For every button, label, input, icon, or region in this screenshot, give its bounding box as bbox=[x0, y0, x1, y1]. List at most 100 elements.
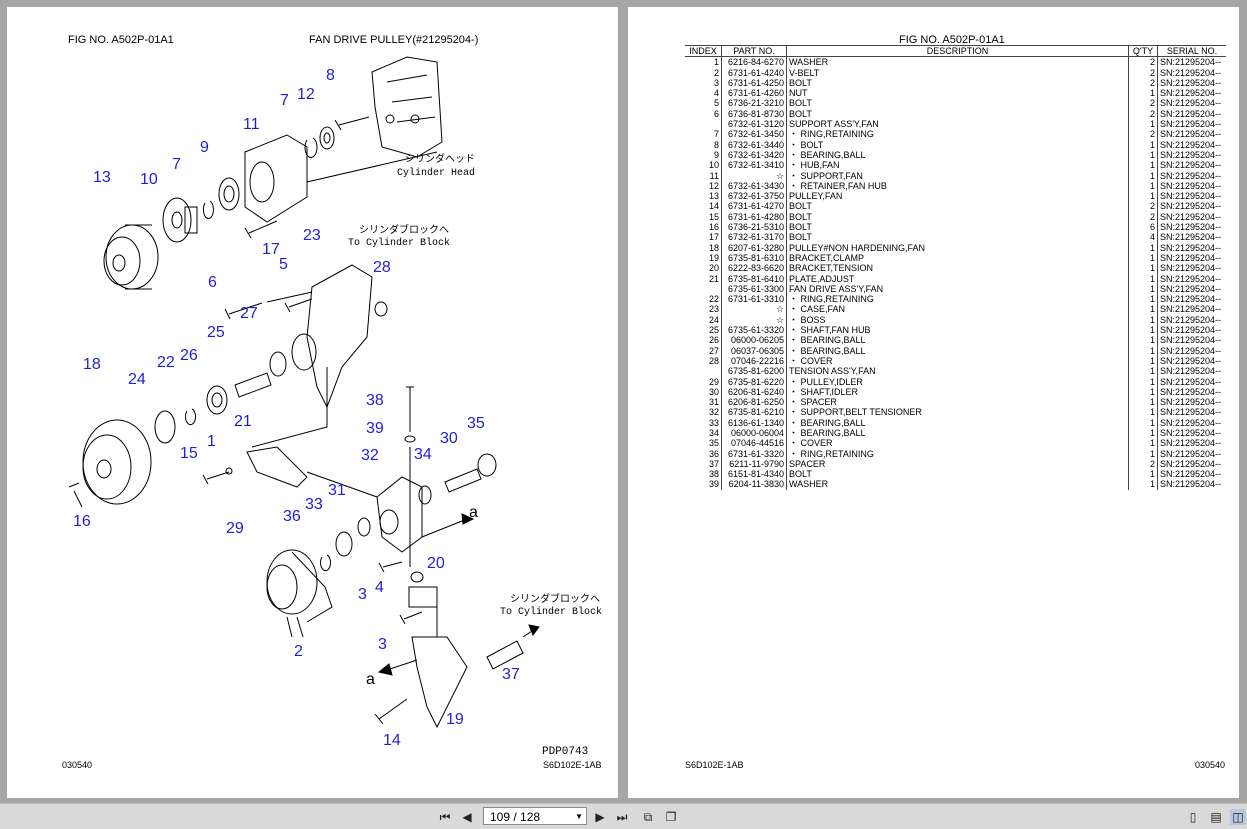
last-page-icon[interactable]: ⏭ bbox=[616, 810, 628, 824]
cell-description: ・ HUB,FAN bbox=[786, 160, 1129, 171]
cell-description: BRACKET,TENSION bbox=[786, 263, 1129, 274]
cell-description: BOLT bbox=[786, 469, 1129, 480]
cell-description: ・ BOSS bbox=[786, 314, 1129, 326]
cell-description: ・ RING,RETAINING bbox=[786, 294, 1129, 305]
cell-description: ・ COVER bbox=[786, 355, 1129, 367]
callout: 1 bbox=[207, 433, 216, 450]
prev-page-icon[interactable]: ◀ bbox=[462, 810, 472, 824]
cell-qty: 1 bbox=[1128, 325, 1158, 336]
cell-part-no: 6206-81-6240 bbox=[721, 386, 787, 398]
cell-serial: SN:21295204-- bbox=[1157, 129, 1226, 140]
cell-part-no: 06000-06205 bbox=[721, 335, 787, 346]
cell-index bbox=[685, 119, 722, 129]
cell-qty: 1 bbox=[1128, 88, 1158, 99]
cell-part-no: 6216-84-6270 bbox=[721, 56, 787, 68]
next-page-icon[interactable]: ▶ bbox=[595, 810, 605, 824]
cell-qty: 1 bbox=[1128, 252, 1158, 264]
parts-diagram: 8 12 7 11 9 13 10 7 17 23 5 28 6 27 25 1… bbox=[68, 56, 602, 758]
first-page-icon[interactable]: ⏮ bbox=[439, 810, 451, 824]
cell-index: 12 bbox=[708, 180, 719, 191]
cell-index: 36 bbox=[708, 448, 719, 459]
cell-part-no: ☆ bbox=[721, 170, 787, 181]
cell-serial: SN:21295204-- bbox=[1157, 273, 1226, 284]
cell-index: 14 bbox=[708, 201, 719, 212]
cell-index: 22 bbox=[708, 294, 719, 305]
cell-description: TENSION ASS'Y,FAN bbox=[786, 366, 1129, 377]
callout: 34 bbox=[414, 446, 432, 463]
col-serial: SERIAL NO. bbox=[1157, 44, 1226, 58]
callout: 19 bbox=[446, 711, 464, 728]
cell-index: 7 bbox=[713, 129, 719, 140]
callout: 27 bbox=[240, 305, 258, 322]
cell-qty: 1 bbox=[1128, 273, 1158, 284]
two-page-icon[interactable]: ◫ bbox=[1230, 809, 1246, 825]
cell-part-no: 6732-61-3420 bbox=[721, 149, 787, 161]
cell-qty: 2 bbox=[1128, 98, 1158, 109]
callout: 6 bbox=[208, 274, 217, 291]
cell-part-no: 6732-61-3750 bbox=[721, 191, 787, 202]
cell-part-no: 6732-61-3450 bbox=[721, 129, 787, 140]
annotation-a-left: a bbox=[366, 671, 375, 688]
cell-part-no: 6207-61-3280 bbox=[721, 242, 787, 253]
page-selector[interactable]: 109 / 128 ▼ bbox=[483, 807, 587, 825]
callout: 29 bbox=[226, 520, 244, 537]
callout: 10 bbox=[140, 171, 158, 188]
cell-serial: SN:21295204-- bbox=[1157, 304, 1226, 315]
cell-description: PULLEY#NON HARDENING,FAN bbox=[786, 242, 1129, 253]
cell-description: BOLT bbox=[786, 222, 1129, 233]
cell-description: BOLT bbox=[786, 108, 1129, 120]
cell-part-no: 6731-61-4270 bbox=[721, 201, 787, 212]
cell-serial: SN:21295204-- bbox=[1157, 438, 1226, 449]
cell-description: V-BELT bbox=[786, 67, 1129, 78]
cell-description: SUPPORT ASS'Y,FAN bbox=[786, 119, 1129, 130]
cell-description: BOLT bbox=[786, 77, 1129, 89]
footer-left: 030540 bbox=[62, 760, 93, 770]
cell-index: 16 bbox=[708, 222, 719, 233]
col-index: INDEX bbox=[685, 44, 722, 58]
chevron-down-icon: ▼ bbox=[575, 812, 583, 821]
cell-part-no: 06000-06004 bbox=[721, 427, 787, 439]
callout: 3 bbox=[358, 586, 367, 603]
cell-part-no: 6732-61-3120 bbox=[721, 119, 787, 130]
single-page-icon[interactable]: ▯ bbox=[1189, 810, 1197, 824]
cell-part-no: 6732-61-3440 bbox=[721, 139, 787, 150]
parts-table: INDEX PART NO. DESCRIPTION Q'TY SERIAL N… bbox=[685, 44, 1226, 490]
copy-icon[interactable]: ❐ bbox=[665, 810, 677, 824]
cell-serial: SN:21295204-- bbox=[1157, 366, 1226, 377]
cell-part-no: 6732-61-3410 bbox=[721, 160, 787, 171]
cell-qty: 2 bbox=[1128, 56, 1158, 68]
callout: 17 bbox=[262, 241, 280, 258]
cell-index: 34 bbox=[708, 427, 719, 438]
cell-serial: SN:21295204-- bbox=[1157, 56, 1226, 68]
cell-qty: 1 bbox=[1128, 438, 1158, 449]
cell-index: 18 bbox=[708, 242, 719, 253]
rotate-icon[interactable]: ⧉ bbox=[643, 810, 653, 824]
cell-part-no: 06037-06305 bbox=[721, 345, 787, 356]
callout: 25 bbox=[207, 324, 225, 341]
cell-index: 10 bbox=[708, 160, 719, 171]
callout: 32 bbox=[361, 447, 379, 464]
cell-qty: 1 bbox=[1128, 386, 1158, 398]
continuous-page-icon[interactable]: ▤ bbox=[1210, 810, 1222, 824]
cell-qty: 1 bbox=[1128, 345, 1158, 356]
cell-serial: SN:21295204-- bbox=[1157, 149, 1226, 161]
cell-description: SPACER bbox=[786, 458, 1129, 470]
cell-serial: SN:21295204-- bbox=[1157, 160, 1226, 171]
cell-qty: 1 bbox=[1128, 119, 1158, 130]
cell-description: ・ SUPPORT,FAN bbox=[786, 170, 1129, 181]
cell-index: 8 bbox=[713, 139, 719, 150]
cell-description: PLATE,ADJUST bbox=[786, 273, 1129, 284]
callout: 31 bbox=[328, 482, 346, 499]
cell-index: 24 bbox=[708, 314, 719, 325]
